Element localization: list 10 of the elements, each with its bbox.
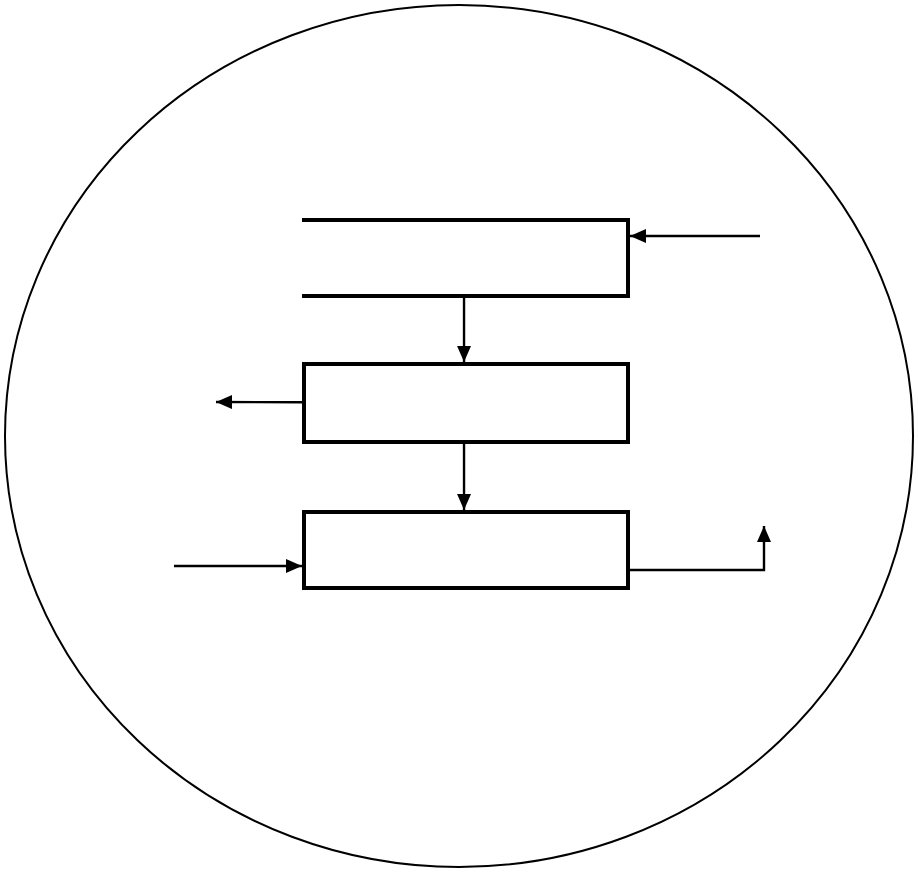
- arrow: [630, 526, 771, 572]
- arrow: [457, 298, 472, 362]
- process-box: [302, 362, 630, 444]
- arrow: [630, 229, 760, 243]
- open-box: [302, 218, 630, 298]
- boundary-circle: [4, 4, 914, 868]
- arrow: [216, 395, 302, 410]
- process-box: [302, 510, 630, 590]
- arrow: [457, 444, 472, 510]
- arrow: [174, 559, 302, 573]
